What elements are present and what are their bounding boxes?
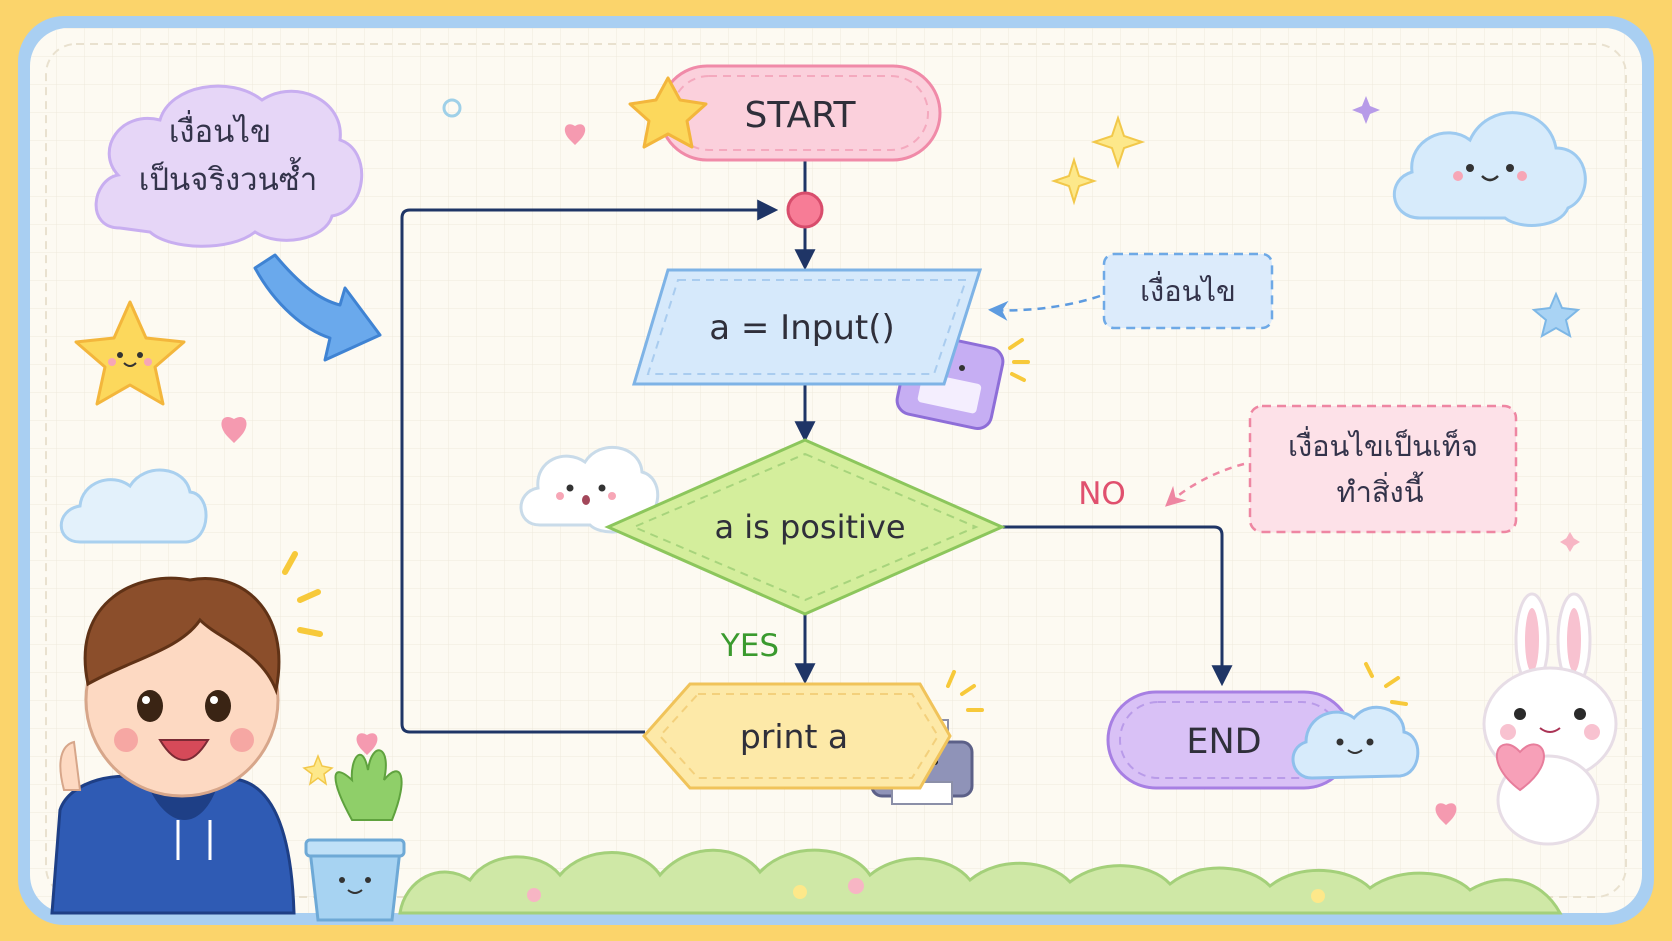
cloud-character-icon [1291,705,1420,780]
end-label: END [1186,722,1261,762]
connector-loop-back [400,199,779,734]
connector-no-to-end [1000,525,1233,687]
output-label: print a [740,717,848,756]
no-label: NO [1078,476,1126,512]
yes-label: YES [720,628,779,664]
flow-connectors [400,160,1233,734]
decision-node: a is positive [604,438,1006,616]
start-label: START [744,95,856,136]
condition-callout: เงื่อนไข [988,252,1274,330]
false-callout-line-2: ทำสิ่งนี้ [1336,471,1423,509]
star-character-icon [628,76,708,149]
input-node: a = Input() [631,268,983,386]
false-callout: เงื่อนไขเป็นเท็จ ทำสิ่งนี้ [1165,404,1518,534]
start-node: START [628,64,942,162]
merge-node [786,191,824,229]
output-node: print a [641,682,952,790]
input-label: a = Input() [709,308,895,348]
end-node: END [1106,662,1420,790]
decision-label: a is positive [714,508,905,546]
false-callout-arrow [1165,462,1245,507]
condition-callout-text: เงื่อนไข [1140,271,1236,308]
false-callout-line-1: เงื่อนไขเป็นเท็จ [1288,426,1478,463]
